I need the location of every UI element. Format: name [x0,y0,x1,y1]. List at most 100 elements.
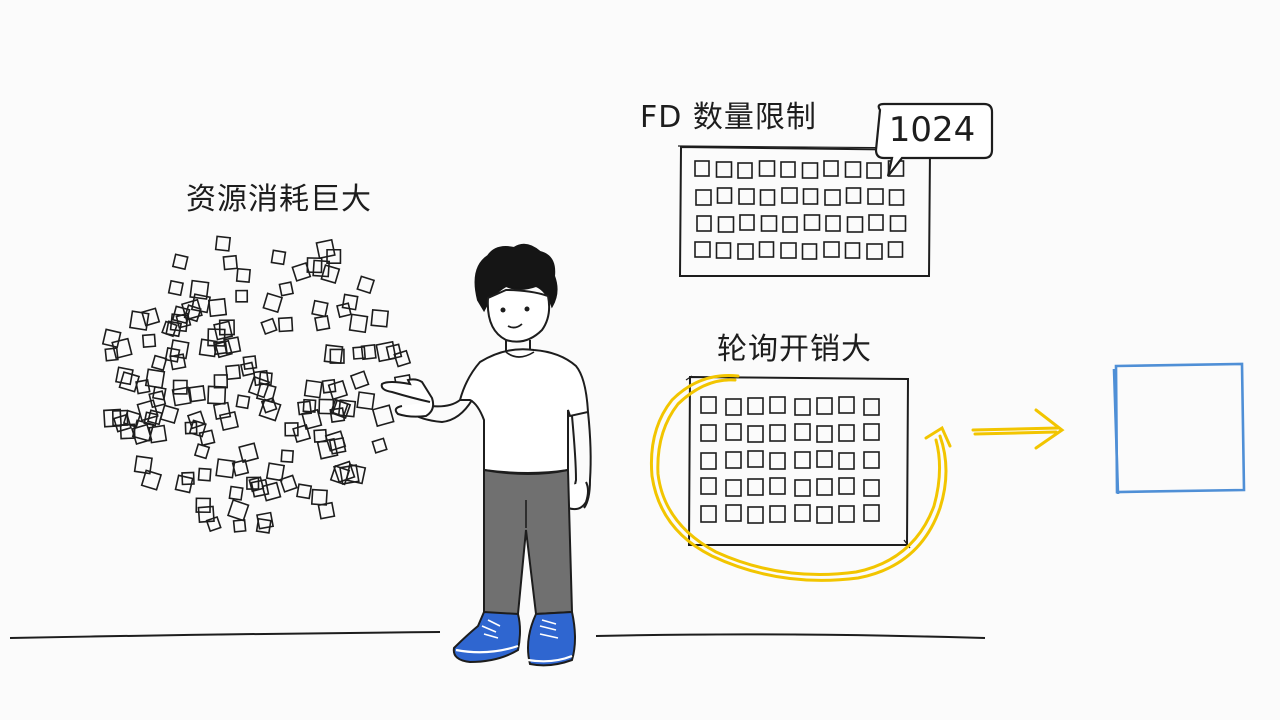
sketch-square [866,162,882,179]
sketch-square [758,160,776,177]
sketch-square [868,214,884,231]
sketch-square [103,408,122,428]
sketch-square [780,242,797,259]
sketch-square [189,279,210,300]
sketch-square [349,370,370,390]
sketch-square [700,452,717,470]
sketch-square [195,497,211,514]
sketch-square [238,442,259,464]
sketch-square [262,292,284,314]
sketch-square [888,189,905,206]
sketch-square [782,216,798,233]
sketch-square [111,337,133,360]
sketch-square [112,413,132,433]
sketch-square [356,275,376,295]
sketch-square [838,396,855,414]
right-shoe [527,610,576,667]
sketch-square [326,248,342,264]
sketch-square [183,304,202,323]
sketch-square [260,317,278,336]
sketch-square [222,254,239,271]
sketch-square [816,425,833,443]
left-shoe [452,610,521,664]
sketch-square [188,419,207,438]
sketch-square [838,505,855,523]
sketch-square [101,328,122,349]
sketch-square [747,450,764,468]
sketch-square [104,347,119,362]
sketch-square [823,241,840,258]
sketch-square [838,477,855,495]
sketch-square [225,364,242,381]
fd-limit-label: FD 数量限制 [640,100,817,135]
sketch-square [863,504,880,522]
sketch-square [769,396,786,414]
sketch-square [320,264,341,285]
sketch-square [371,437,388,454]
sketch-square [801,243,818,260]
sketch-square [215,458,236,479]
sketch-square [140,307,161,327]
sketch-square [258,398,282,422]
pointing-hand [380,378,435,418]
ground-line-left [9,631,441,639]
sketch-square [133,455,153,475]
sketch-square [794,504,811,522]
sketch-square [700,505,717,523]
sketch-square [803,214,821,231]
sketch-square [760,215,778,232]
sketch-square [247,375,271,399]
sketch-square [816,397,833,415]
sketch-square [323,344,344,365]
sketch-square [296,483,313,500]
sketch-square [794,479,811,497]
sketch-square [235,289,249,303]
sketch-square [214,339,233,359]
resource-cost-label: 资源消耗巨大 [186,182,372,217]
sketch-square [695,189,712,206]
sketch-square [205,516,222,533]
sketch-square [292,424,312,444]
sketch-square [341,293,359,311]
sketch-square [348,313,369,334]
sketch-square [235,267,251,284]
sketch-square [212,401,232,421]
sketch-square [700,424,717,442]
sketch-square [845,187,862,204]
sketch-square [115,366,134,386]
sketch-square [218,410,240,432]
polling-panel [685,375,911,549]
sketch-square [838,424,855,442]
sketch-square [780,161,796,178]
sketch-square [769,505,786,523]
sketch-square [258,371,273,386]
sketch-square [303,379,323,399]
sketch-square [866,243,883,260]
sketch-square [801,162,819,179]
sketch-square [717,216,735,233]
sketch-square [279,474,298,493]
sketch-square [278,281,295,297]
sketch-square [214,235,232,252]
sketch-square [213,340,228,356]
sketch-square [261,481,282,502]
sketch-square [725,479,742,497]
sketch-square [769,452,786,470]
sketch-square [747,397,764,415]
person-figure [380,243,592,667]
sketch-square [141,333,157,348]
sketch-square [694,160,710,177]
sketch-square [759,189,776,206]
sketch-square [863,423,880,441]
sketch-square [393,349,412,368]
sketch-square [260,396,278,414]
sketch-square [310,488,328,506]
sketch-square [694,241,711,258]
sketch-square [318,398,335,415]
polling-loop-highlight [649,374,952,582]
sketch-square [140,469,163,491]
sketch-square [312,259,331,278]
sketch-square [148,390,167,409]
sketch-square [725,451,742,469]
